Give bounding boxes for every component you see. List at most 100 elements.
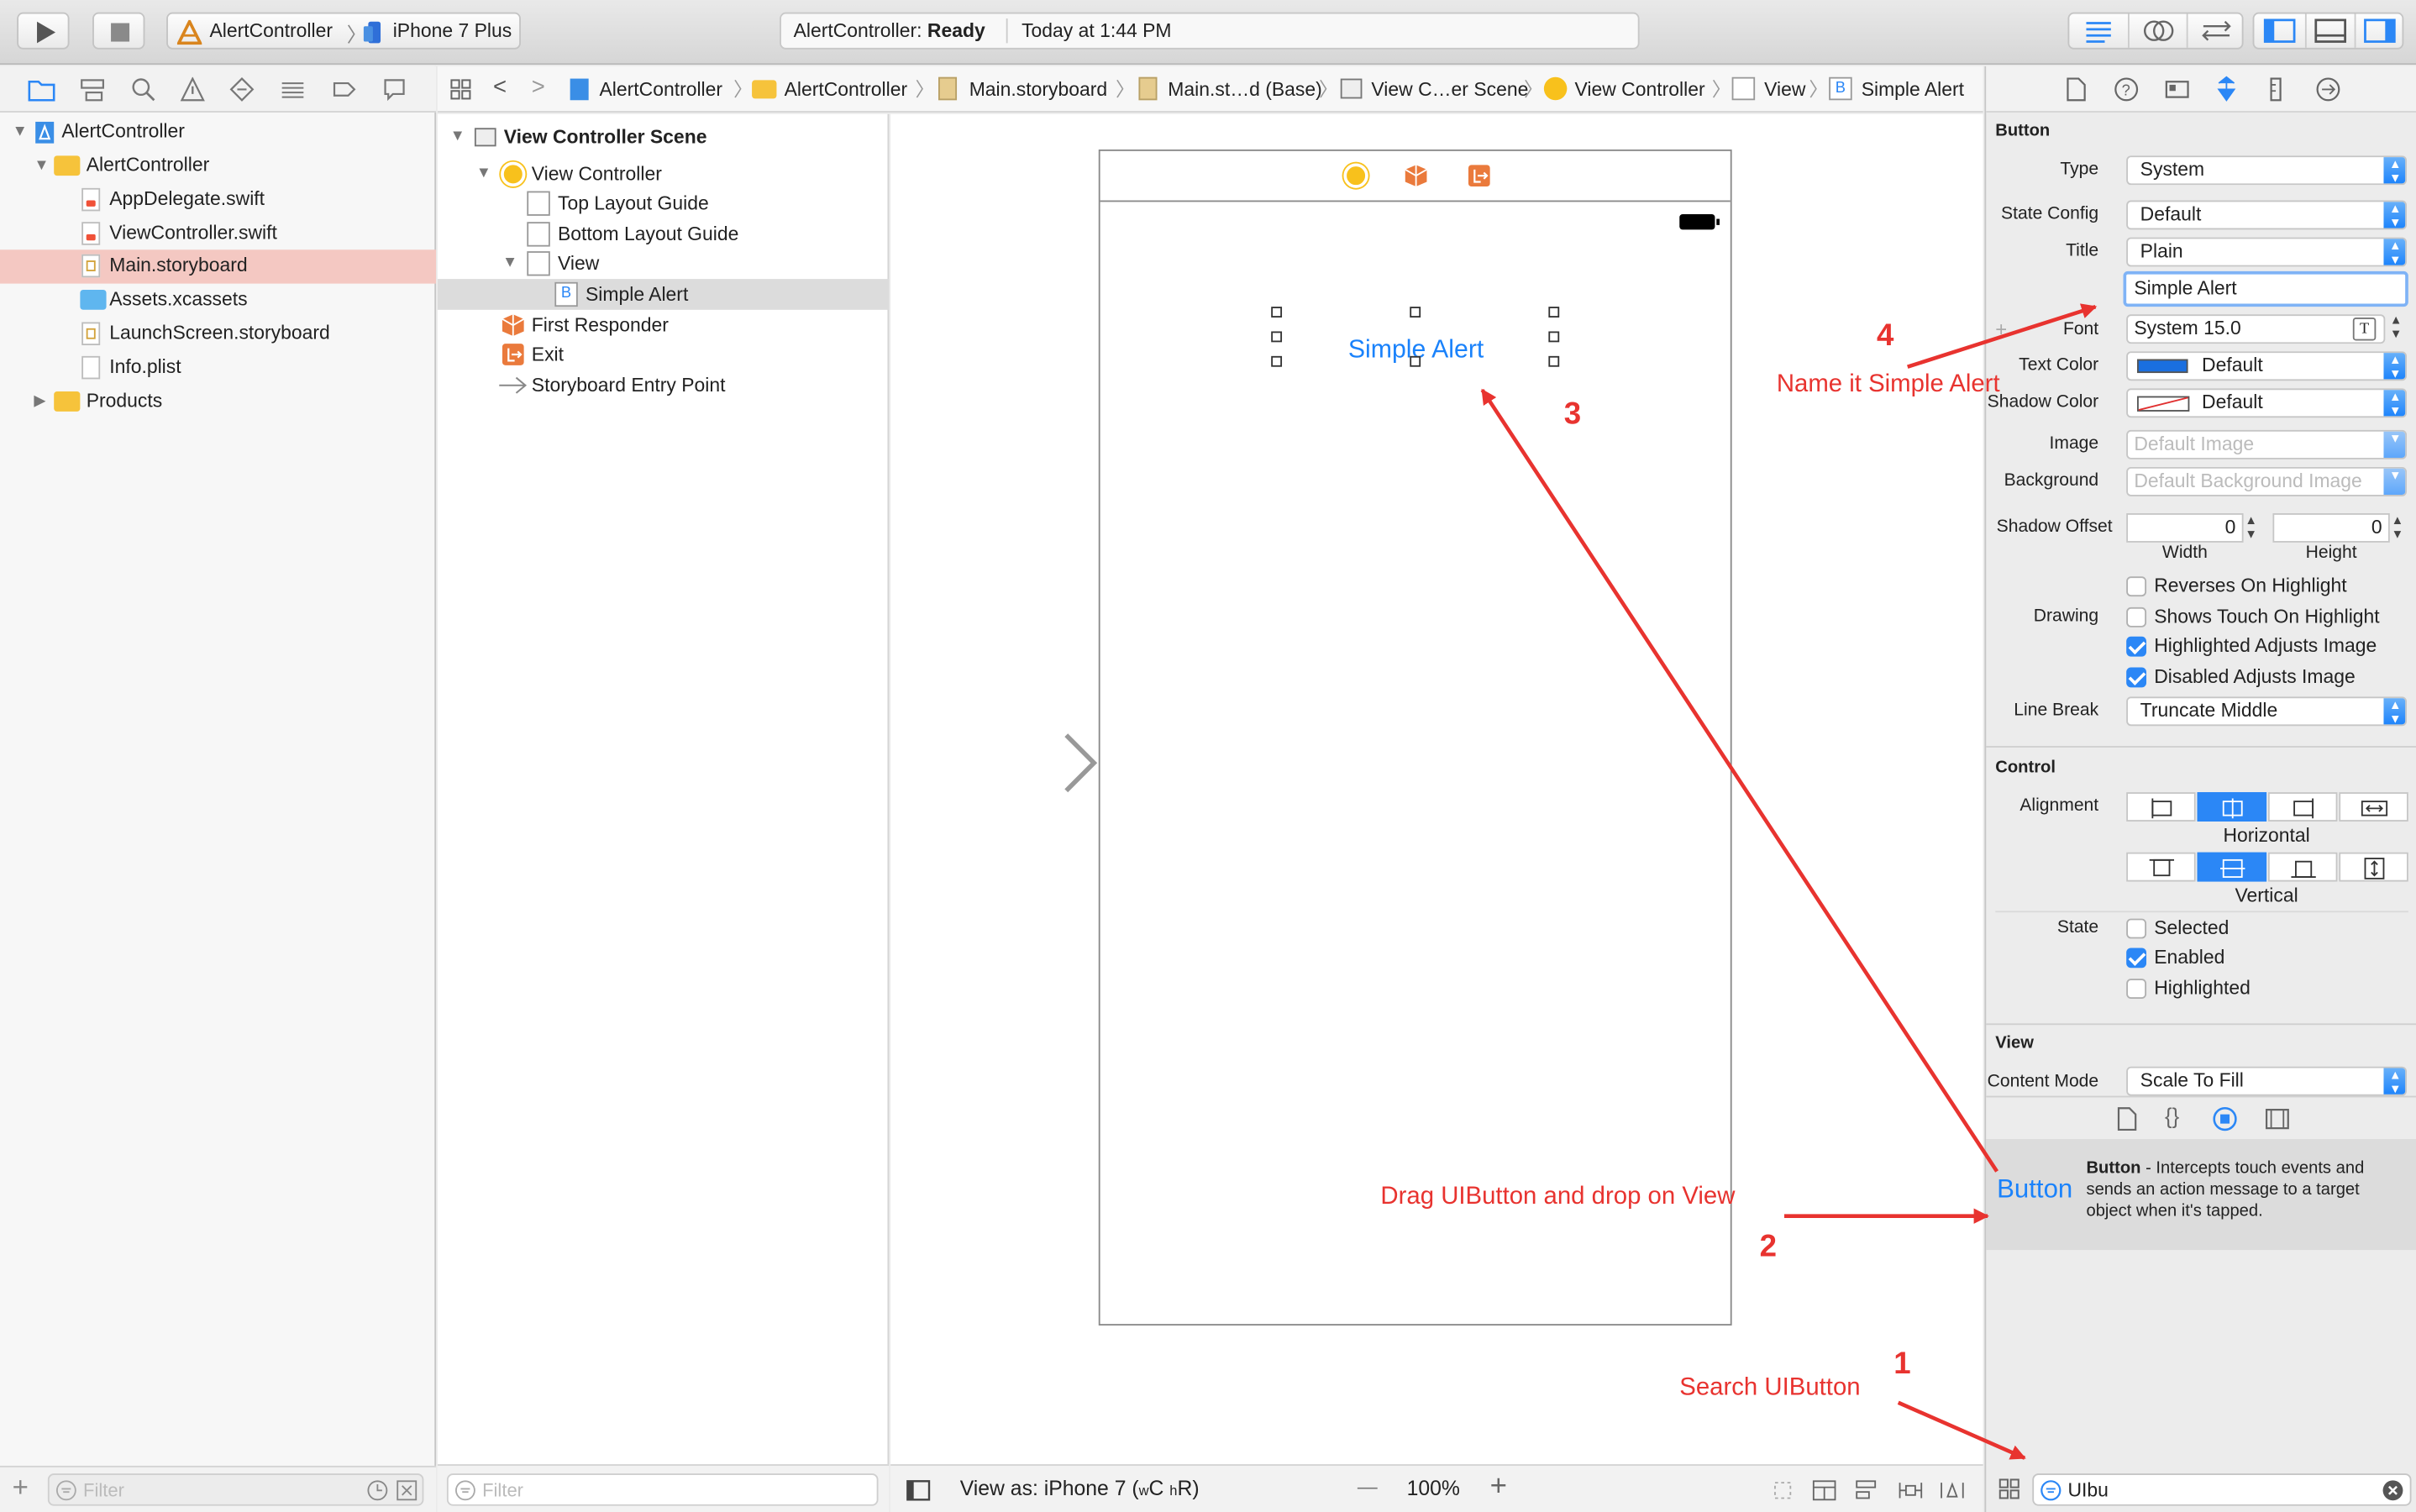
search-tab-icon[interactable] bbox=[131, 77, 155, 102]
first-responder-icon[interactable] bbox=[1404, 163, 1428, 187]
identity-inspector-icon[interactable] bbox=[2165, 77, 2189, 102]
disclosure-closed-icon[interactable]: ▶ bbox=[34, 392, 46, 411]
view-as-device[interactable]: View as: iPhone 7 (wC hR) bbox=[960, 1477, 1200, 1500]
disclosure-open-icon[interactable]: ▼ bbox=[502, 254, 518, 271]
shadow-height-field[interactable]: 0 bbox=[2272, 513, 2390, 543]
resize-handle[interactable] bbox=[1410, 355, 1421, 367]
shows-touch-checkbox[interactable] bbox=[2126, 606, 2147, 627]
outline-item-entry-point[interactable]: Storyboard Entry Point bbox=[438, 370, 889, 401]
nav-item-assets[interactable]: Assets.xcassets bbox=[0, 284, 436, 317]
file-template-icon[interactable] bbox=[2115, 1106, 2137, 1131]
symbol-tab-icon[interactable] bbox=[80, 77, 104, 102]
image-combo[interactable]: Default Image▼ bbox=[2126, 429, 2407, 459]
add-variation-icon[interactable]: + bbox=[1995, 317, 2008, 341]
outline-item-scene[interactable]: ▼ View Controller Scene bbox=[438, 122, 889, 153]
shadow-width-stepper[interactable]: ▲▼ bbox=[2245, 513, 2257, 542]
crumb-base[interactable]: Main.st…d (Base) bbox=[1168, 78, 1322, 101]
outline-item-bottom-guide[interactable]: Bottom Layout Guide bbox=[438, 219, 889, 250]
disclosure-open-icon[interactable]: ▼ bbox=[449, 128, 465, 145]
nav-item-folder[interactable]: ▼ AlertController bbox=[0, 150, 436, 182]
crumb-scene[interactable]: View C…er Scene bbox=[1371, 78, 1529, 101]
standard-editor-button[interactable] bbox=[2069, 14, 2128, 48]
shadow-color-popup[interactable]: Default ▲▼ bbox=[2126, 388, 2407, 418]
nav-item-appdelegate[interactable]: AppDelegate.swift bbox=[0, 183, 436, 216]
align-icon[interactable] bbox=[1855, 1478, 1879, 1503]
highlighted-adjusts-checkbox[interactable] bbox=[2126, 636, 2147, 657]
back-arrow-icon[interactable]: < bbox=[492, 74, 507, 101]
navigator-filter-input[interactable]: Filter bbox=[47, 1473, 424, 1506]
align-center-button[interactable] bbox=[2197, 792, 2267, 822]
recent-files-icon[interactable] bbox=[367, 1479, 389, 1501]
align-right-button[interactable] bbox=[2267, 792, 2338, 822]
attributes-inspector-icon[interactable] bbox=[2214, 76, 2239, 103]
breakpoint-tab-icon[interactable] bbox=[331, 77, 356, 102]
toggle-utilities-button[interactable] bbox=[2354, 13, 2404, 48]
toggle-outline-icon[interactable] bbox=[906, 1479, 931, 1501]
forward-arrow-icon[interactable]: > bbox=[531, 74, 545, 101]
outline-item-exit[interactable]: Exit bbox=[438, 339, 889, 370]
scm-status-icon[interactable] bbox=[396, 1479, 418, 1501]
add-icon[interactable]: + bbox=[12, 1472, 29, 1503]
outline-item-first-responder[interactable]: First Responder bbox=[438, 310, 889, 341]
resize-handle[interactable] bbox=[1271, 331, 1283, 343]
font-field[interactable]: System 15.0 T bbox=[2126, 314, 2386, 344]
assistant-editor-button[interactable] bbox=[2128, 13, 2187, 48]
text-color-popup[interactable]: Default ▲▼ bbox=[2126, 351, 2407, 381]
state-highlighted-checkbox[interactable] bbox=[2126, 979, 2147, 999]
disclosure-open-icon[interactable]: ▼ bbox=[12, 123, 28, 140]
align-top-button[interactable] bbox=[2126, 852, 2196, 882]
update-frames-icon[interactable] bbox=[1770, 1478, 1794, 1503]
shadow-width-field[interactable]: 0 bbox=[2126, 513, 2244, 543]
disclosure-open-icon[interactable]: ▼ bbox=[34, 157, 50, 175]
nav-item-launchscreen[interactable]: LaunchScreen.storyboard bbox=[0, 318, 436, 350]
nav-item-project[interactable]: ▼ AlertController bbox=[0, 116, 436, 149]
folder-tab-icon[interactable] bbox=[28, 77, 55, 102]
resize-handle[interactable] bbox=[1410, 307, 1421, 318]
align-bottom-button[interactable] bbox=[2267, 852, 2338, 882]
resize-handle[interactable] bbox=[1271, 307, 1283, 318]
state-selected-checkbox[interactable] bbox=[2126, 918, 2147, 939]
simple-alert-button[interactable]: Simple Alert bbox=[1271, 307, 1560, 367]
test-tab-icon[interactable] bbox=[229, 77, 255, 102]
disabled-adjusts-checkbox[interactable] bbox=[2126, 667, 2147, 688]
related-items-icon[interactable] bbox=[450, 79, 472, 101]
outline-item-view-controller[interactable]: ▼ View Controller bbox=[438, 159, 889, 190]
background-combo[interactable]: Default Background Image▼ bbox=[2126, 466, 2407, 496]
resize-handle[interactable] bbox=[1548, 307, 1560, 318]
nav-item-viewcontroller[interactable]: ViewController.swift bbox=[0, 218, 436, 250]
nav-item-infoplist[interactable]: Info.plist bbox=[0, 351, 436, 384]
zoom-in-button[interactable]: + bbox=[1489, 1470, 1508, 1503]
crumb-storyboard[interactable]: Main.storyboard bbox=[969, 78, 1108, 101]
zoom-out-button[interactable]: — bbox=[1357, 1474, 1378, 1499]
outline-item-simple-alert[interactable]: B Simple Alert bbox=[437, 279, 890, 310]
library-item-button[interactable]: Button Button - Intercepts touch events … bbox=[1986, 1138, 2416, 1251]
content-mode-popup[interactable]: Scale To Fill▲▼ bbox=[2126, 1066, 2407, 1096]
version-editor-button[interactable] bbox=[2186, 13, 2244, 48]
outline-item-top-guide[interactable]: Top Layout Guide bbox=[438, 188, 889, 219]
align-left-button[interactable] bbox=[2126, 792, 2196, 822]
object-library-icon[interactable] bbox=[2213, 1106, 2237, 1131]
resize-handle[interactable] bbox=[1548, 355, 1560, 367]
toggle-navigator-button[interactable] bbox=[2254, 14, 2305, 48]
crumb-simple-alert[interactable]: Simple Alert bbox=[1861, 78, 1965, 101]
font-picker-icon[interactable]: T bbox=[2352, 317, 2377, 341]
stop-button[interactable] bbox=[92, 12, 145, 50]
pin-icon[interactable] bbox=[1899, 1478, 1923, 1503]
size-inspector-icon[interactable] bbox=[2266, 77, 2285, 102]
title-type-popup[interactable]: Plain▲▼ bbox=[2126, 237, 2407, 267]
clear-search-icon[interactable] bbox=[2382, 1479, 2404, 1501]
run-button[interactable] bbox=[17, 12, 70, 50]
align-fill-button[interactable] bbox=[2339, 792, 2408, 822]
align-fill-v-button[interactable] bbox=[2339, 852, 2408, 882]
outline-filter-input[interactable]: Filter bbox=[446, 1473, 879, 1506]
title-text-field[interactable]: Simple Alert bbox=[2123, 270, 2408, 307]
outline-item-view[interactable]: ▼ View bbox=[438, 248, 889, 279]
crumb-project[interactable]: AlertController bbox=[599, 78, 723, 101]
nav-item-main-storyboard[interactable]: Main.storyboard bbox=[0, 249, 437, 284]
align-middle-button[interactable] bbox=[2197, 852, 2267, 882]
view-controller-scene[interactable]: Simple Alert bbox=[1098, 149, 1732, 1326]
reverses-on-highlight-checkbox[interactable] bbox=[2126, 576, 2147, 597]
toggle-debug-button[interactable] bbox=[2304, 13, 2355, 48]
view-controller-icon[interactable] bbox=[1343, 163, 1368, 188]
resolve-issues-icon[interactable] bbox=[1940, 1478, 1964, 1503]
